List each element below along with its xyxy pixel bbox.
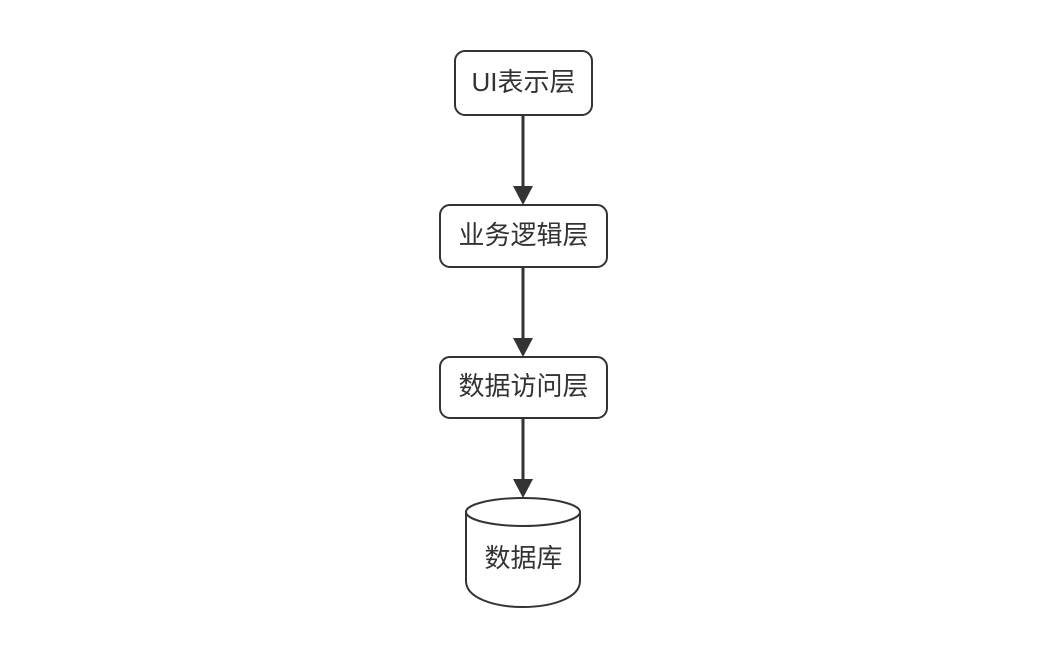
database-cylinder-top[interactable] [465,497,581,527]
edge-business-to-data-access [513,267,533,357]
node-business-layer-label: 业务逻辑层 [458,220,588,250]
node-database[interactable]: 数据库 [465,497,581,609]
node-data-access-layer[interactable]: 数据访问层 [439,356,608,419]
node-business-layer-shape[interactable] [439,204,608,268]
database-cylinder-body[interactable] [465,511,581,609]
arrowhead-data-access-to-database [513,479,533,498]
node-data-access-layer-shape[interactable] [439,356,608,419]
node-business-layer[interactable]: 业务逻辑层 [439,204,608,268]
node-data-access-layer-label: 数据访问层 [458,371,588,401]
arrowhead-business-to-data-access [513,338,533,357]
node-database-label: 数据库 [484,543,562,573]
edge-ui-to-business [513,115,533,205]
edge-data-access-to-database [513,418,533,498]
arrowhead-ui-to-business [513,186,533,205]
node-ui-layer-shape[interactable] [454,50,593,116]
node-ui-layer[interactable]: UI表示层 [454,50,593,116]
node-ui-layer-label: UI表示层 [471,67,575,97]
